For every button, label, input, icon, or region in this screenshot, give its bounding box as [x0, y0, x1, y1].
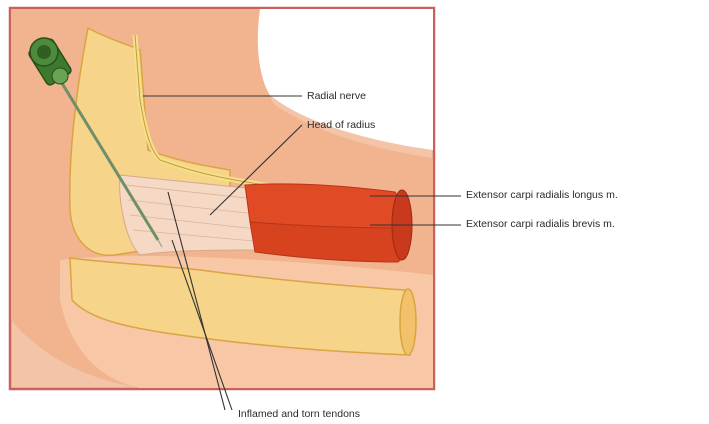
- label-inflamed-torn-tendons: Inflamed and torn tendons: [238, 408, 360, 420]
- label-radial-nerve: Radial nerve: [307, 90, 366, 102]
- bone-end: [400, 289, 416, 355]
- extensor-carpi-radialis-longus: [245, 184, 403, 228]
- label-head-of-radius: Head of radius: [307, 119, 375, 131]
- label-extensor-carpi-radialis-brevis: Extensor carpi radialis brevis m.: [466, 218, 615, 230]
- label-extensor-carpi-radialis-longus: Extensor carpi radialis longus m.: [466, 189, 618, 201]
